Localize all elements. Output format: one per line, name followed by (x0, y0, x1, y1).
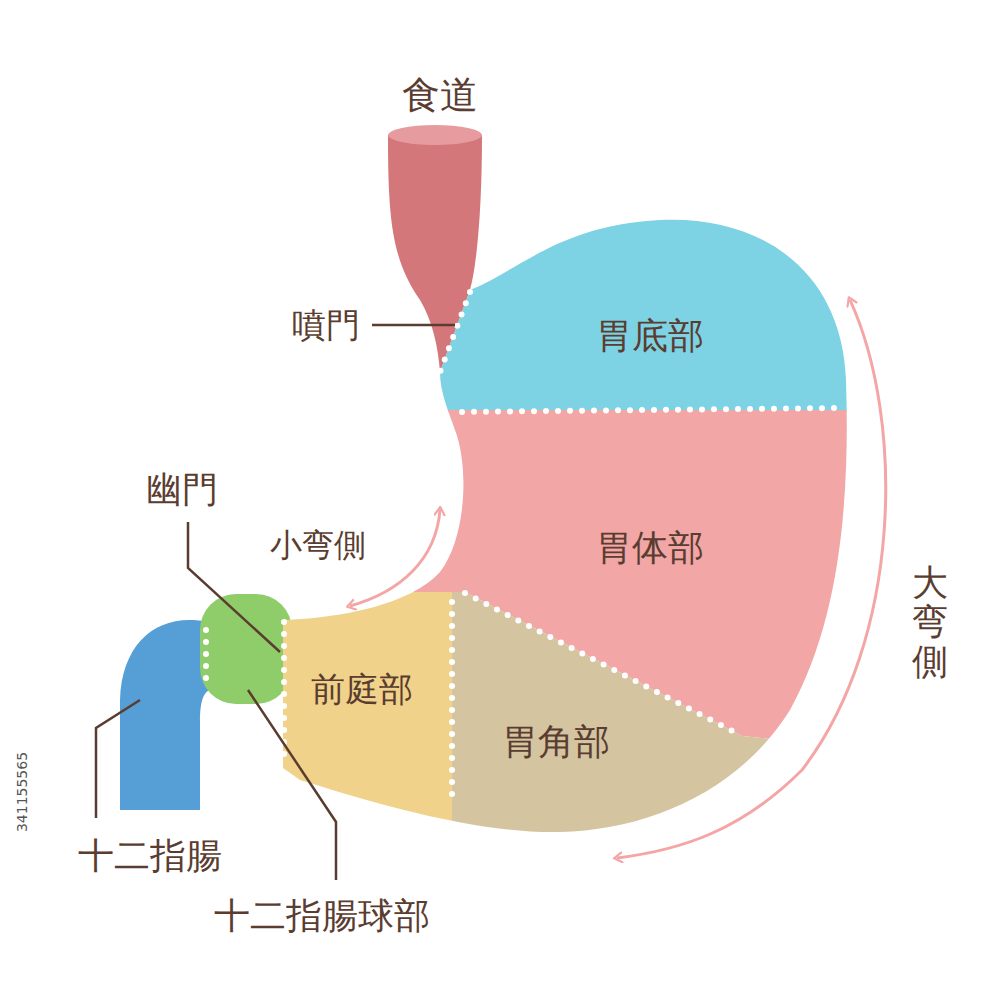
stomach-region-label-box: 胃角部 (498, 716, 614, 769)
part-label: 食道 (402, 70, 478, 121)
part-label: 幽門 (146, 466, 218, 515)
stomach-region-label-box: 胃底部 (592, 310, 708, 363)
boundary-dots (206, 292, 842, 806)
angle-region (452, 592, 900, 900)
region-name: 胃角部 (502, 718, 610, 767)
part-label: 十二指腸 (78, 832, 222, 881)
stomach-region-label-box: 胃体部 (592, 522, 708, 575)
antrum-region (200, 592, 452, 900)
part-label: 大弯側 (912, 563, 948, 682)
part-label: 十二指腸球部 (214, 892, 430, 941)
region-name: 胃底部 (596, 312, 704, 361)
greater-curvature-arrow (617, 300, 886, 858)
stomach-regions (200, 150, 900, 900)
region-name: 胃体部 (596, 524, 704, 573)
fundus-region (400, 150, 900, 412)
duodenum (120, 620, 210, 810)
stock-id-watermark: 341155565 (14, 752, 30, 832)
region-name: 前庭部 (311, 667, 413, 713)
stomach-region-label-box: 前庭部 (307, 665, 417, 715)
part-label: 噴門 (292, 303, 360, 349)
part-label: 小弯側 (270, 524, 366, 568)
leader-lines (96, 325, 455, 880)
esophagus-opening (388, 125, 482, 145)
